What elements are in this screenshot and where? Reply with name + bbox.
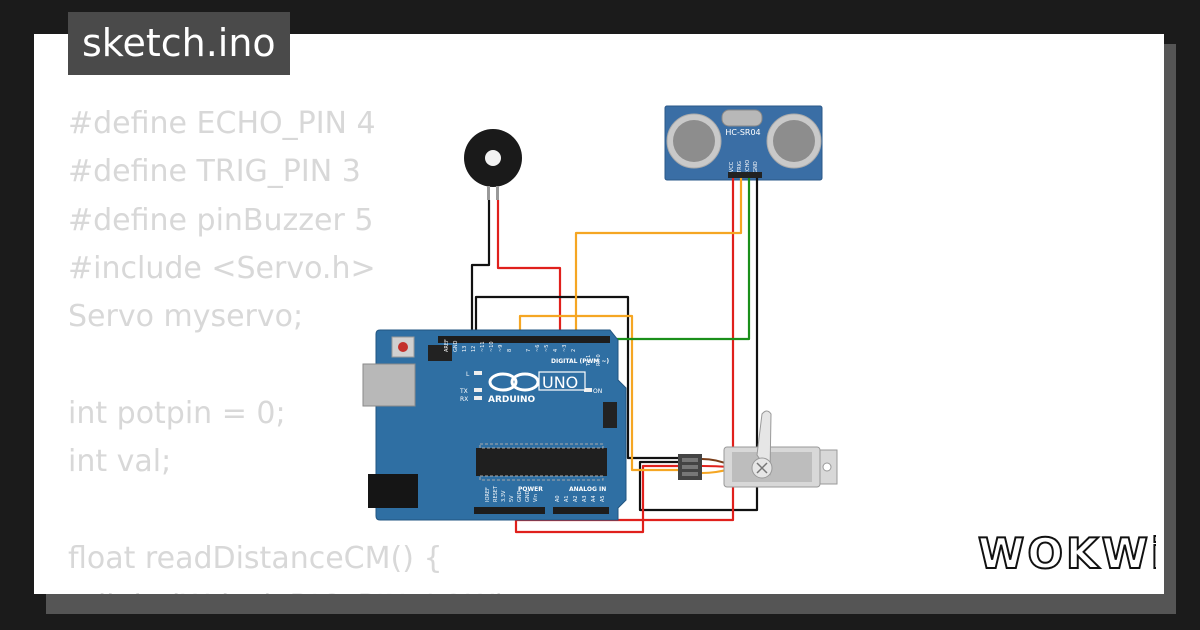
code-line: int val; <box>68 444 172 480</box>
pin-label: RX 0 <box>596 354 602 366</box>
led-tx <box>474 388 482 392</box>
file-tab[interactable]: sketch.ino <box>68 12 290 75</box>
power-header <box>474 507 545 514</box>
servo-screw-icon <box>756 462 768 474</box>
pin-label: 3.3V <box>501 490 507 502</box>
sensor-header <box>728 172 762 178</box>
led-on <box>584 388 592 392</box>
sensor-crystal <box>721 109 763 127</box>
usb-port <box>362 363 416 407</box>
pin-label: 7 <box>526 349 532 352</box>
led-label-rx: RX <box>460 396 468 403</box>
code-line: #define TRIG_PIN 3 <box>68 154 361 190</box>
pin-label: 5V <box>509 495 515 502</box>
pin-label: 4 <box>553 349 559 352</box>
sensor-pin-label: VCC <box>729 161 735 172</box>
pin-label: GND <box>517 490 523 502</box>
code-line: #define pinBuzzer 5 <box>68 202 374 238</box>
wire-buzzer-gnd <box>470 200 491 336</box>
pin-label: RESET <box>493 485 499 502</box>
uno-badge <box>538 371 586 391</box>
sensor-pin-label: GND <box>753 161 759 173</box>
wire-servo-signal <box>518 314 686 472</box>
icsp-header <box>428 345 452 361</box>
led-l <box>474 371 482 375</box>
arduino-uno-board[interactable]: AREF GND 13 12 ~11 ~10 ~9 8 7 ~6 ~5 4 ~3… <box>362 329 627 521</box>
sensor-model-label: HC-SR04 <box>725 128 760 137</box>
pin-label: ~9 <box>498 345 504 352</box>
digital-label: DIGITAL (PWM ~) <box>551 358 609 365</box>
pin-label: ~10 <box>489 341 495 352</box>
pin-label: ~5 <box>544 345 550 352</box>
wire-sensor-trig <box>574 178 743 336</box>
code-line: #include <Servo.h> <box>68 250 376 286</box>
wire-buzzer-signal <box>496 200 562 336</box>
code-line: int potpin = 0; <box>68 395 286 431</box>
led-label-on: ON <box>593 388 602 395</box>
servo-connector-pin <box>682 472 698 476</box>
chip-pins <box>479 443 604 481</box>
pin-label: ~11 <box>480 341 486 352</box>
servo-motor[interactable] <box>678 410 838 488</box>
pin-label: GND <box>525 490 531 502</box>
pin-label: A3 <box>582 495 588 502</box>
code-line: digitalWrite(TRIG_PIN, LOW); <box>68 583 517 594</box>
analog-header <box>553 507 609 514</box>
sensor-transducer-mesh <box>673 120 715 162</box>
buzzer-hole <box>485 150 501 166</box>
wokwi-logo-text: WOKWi <box>978 529 1156 578</box>
icsp-header <box>603 402 617 428</box>
code-line: #define ECHO_PIN 4 <box>68 106 376 141</box>
led-label-tx: TX <box>459 388 468 395</box>
led-rx <box>474 396 482 400</box>
pin-label: A0 <box>555 495 561 502</box>
buzzer[interactable] <box>464 129 522 200</box>
pin-label: 2 <box>571 349 577 352</box>
led-label-l: L <box>466 371 470 378</box>
buzzer-leg <box>487 186 490 200</box>
code-preview: #define ECHO_PIN 4 #define TRIG_PIN 3 #def… <box>68 100 517 594</box>
pin-label: 13 <box>462 346 468 352</box>
wire-sensor-echo <box>568 178 751 341</box>
sensor-transducer-mesh <box>773 120 815 162</box>
ultrasonic-sensor[interactable]: HC-SR04 VCC TRIG ECHO GND <box>664 105 823 181</box>
buzzer-leg <box>496 186 499 200</box>
servo-mount-hole <box>822 462 832 472</box>
pin-label: A2 <box>573 495 579 502</box>
wire-sensor-gnd <box>638 178 759 512</box>
microcontroller-chip <box>476 448 607 476</box>
power-jack <box>368 474 418 508</box>
board-model-label: UNO <box>542 373 578 392</box>
pin-label: A1 <box>564 495 570 502</box>
pin-label: GND <box>453 340 459 352</box>
code-line: Servo myservo; <box>68 299 304 335</box>
pin-label: ~6 <box>535 345 541 352</box>
arduino-logo-icon <box>488 372 540 392</box>
pin-label: IOREF <box>485 487 491 502</box>
servo-connector-pin <box>682 465 698 469</box>
pin-label: 12 <box>471 346 477 352</box>
pin-label: Vin <box>533 494 539 502</box>
digital-header <box>438 336 610 343</box>
sensor-pin-label: ECHO <box>745 160 751 174</box>
wire-servo-gnd <box>474 295 686 460</box>
file-tab-label: sketch.ino <box>82 21 276 65</box>
pin-label: 8 <box>507 349 513 352</box>
analog-label: ANALOG IN <box>569 486 606 493</box>
sensor-pin-label: TRIG <box>737 161 743 174</box>
pin-label: AREF <box>444 339 450 352</box>
code-line: float readDistanceCM() { <box>68 540 443 576</box>
pin-label: ~3 <box>562 345 568 352</box>
board-brand-label: ARDUINO <box>488 395 536 405</box>
wokwi-logo: WOKWi <box>977 528 1156 579</box>
servo-connector-pin <box>682 458 698 462</box>
pin-label: A4 <box>591 495 597 502</box>
reset-button-cap <box>398 342 408 352</box>
pin-label: TX 1 <box>586 355 592 367</box>
pin-label: A5 <box>600 495 606 502</box>
wire-servo-vcc <box>514 464 686 534</box>
power-label: POWER <box>518 486 543 493</box>
